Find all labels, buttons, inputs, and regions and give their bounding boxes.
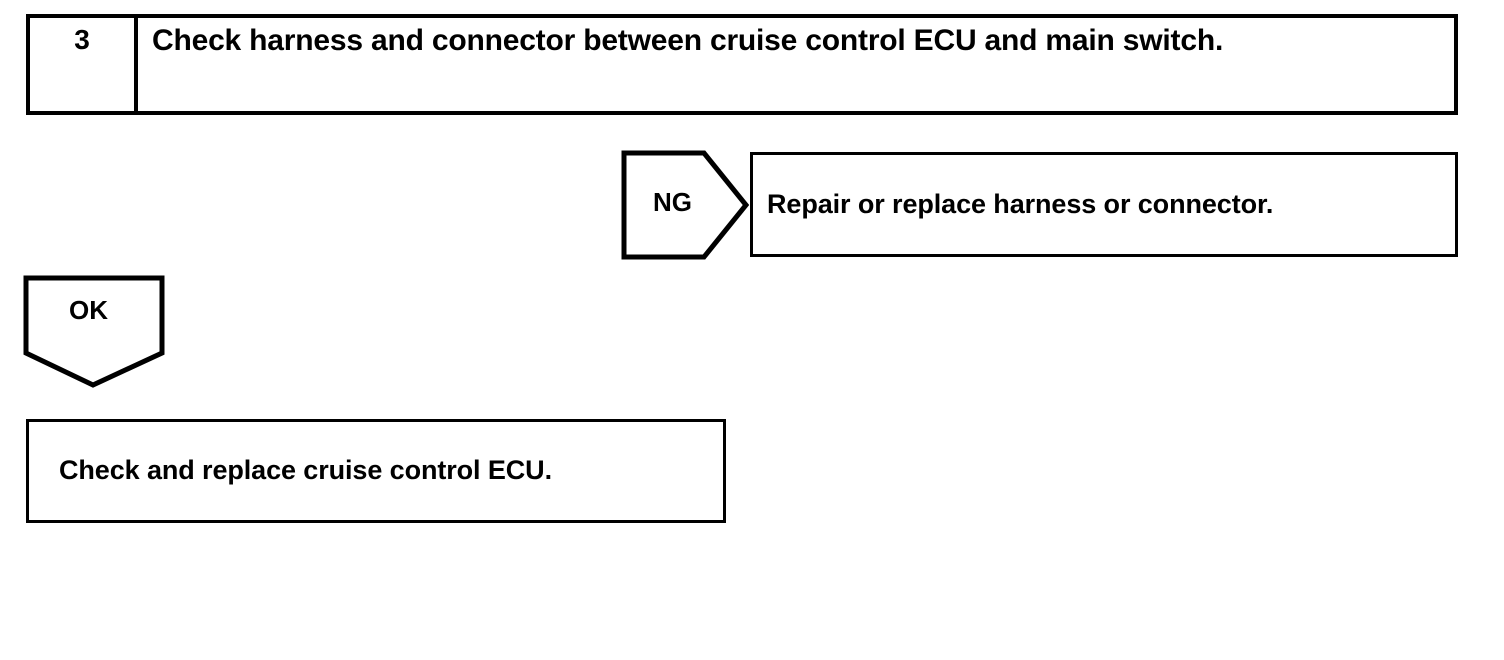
ng-branch-label: NG bbox=[653, 187, 692, 217]
step-box: 3 Check harness and connector between cr… bbox=[26, 14, 1458, 115]
step-number: 3 bbox=[74, 24, 90, 55]
ng-result-text: Repair or replace harness or connector. bbox=[767, 188, 1274, 219]
step-instruction: Check harness and connector between crui… bbox=[152, 24, 1224, 57]
ng-branch-arrow-icon bbox=[621, 150, 749, 260]
ng-result-box: Repair or replace harness or connector. bbox=[750, 152, 1458, 257]
ok-result-text: Check and replace cruise control ECU. bbox=[59, 455, 552, 486]
step-instruction-cell: Check harness and connector between crui… bbox=[138, 18, 1454, 111]
ok-result-box: Check and replace cruise control ECU. bbox=[26, 419, 726, 523]
step-number-cell: 3 bbox=[30, 18, 138, 111]
ok-branch-arrow-icon bbox=[23, 275, 165, 390]
ok-branch-label: OK bbox=[69, 295, 108, 325]
